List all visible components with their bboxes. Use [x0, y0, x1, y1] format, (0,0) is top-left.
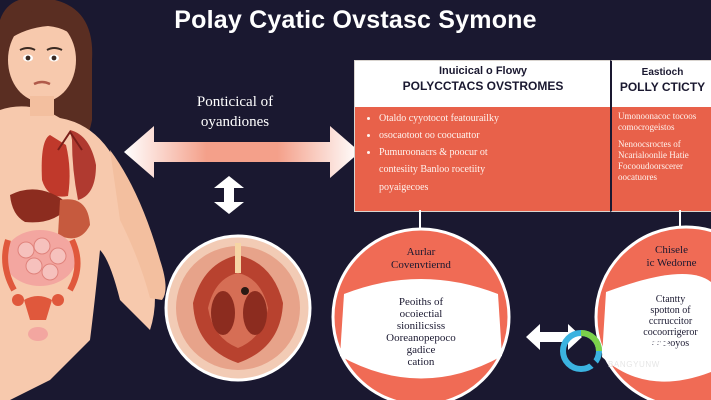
panel-subheading: POLYCCTACS OVSTROMES	[402, 79, 564, 93]
circle-line: occeoyos	[651, 338, 690, 349]
watermark: 帮孕帮 BANGYUNW	[558, 326, 711, 376]
circle-right-top: Chisele ic Wedorne	[632, 244, 711, 270]
page-title: Polay Cyatic Ovstasc Symone	[174, 6, 537, 34]
circle-line: Peoiths of	[398, 296, 444, 308]
arm	[110, 150, 166, 300]
double-headed-arrow-icon	[526, 324, 582, 350]
circle-right-graphic	[594, 225, 711, 400]
list-item: comocrogeistos	[618, 122, 675, 132]
circle-title-line2: Covenvtiernd	[391, 259, 451, 271]
circle-title-line1: Chisele	[655, 244, 688, 256]
circle-line: spotton of	[650, 305, 691, 316]
hair-front	[8, 7, 82, 45]
liver	[10, 189, 70, 223]
circle-line: ccrruccitor	[648, 316, 693, 327]
uterus	[24, 296, 52, 320]
info-panel-left: Inuicical o Flowy POLYCCTACS OVSTROMES O…	[354, 60, 612, 212]
circle-line: Ctantty	[655, 294, 686, 305]
mouth	[33, 80, 51, 86]
circle-left-graphic	[331, 227, 511, 400]
circle-line: ocoiectial	[399, 308, 443, 320]
uterus-cross-section-illustration	[164, 234, 312, 382]
circle-title-line2: ic Wedorne	[646, 257, 697, 269]
panel-body: Otaldo cyyotocot featourailky osocaotoot…	[355, 107, 611, 211]
panel-body: Umonoonacoc tocoos comocrogeistos Nenooc…	[612, 107, 711, 211]
list-item: oocatuores	[618, 172, 657, 182]
circle-left-body: Peoiths of ocoiectial sionilicsiss Oorea…	[350, 296, 492, 368]
watermark-cn: 帮孕帮	[610, 338, 670, 360]
side-label-line1: Ponticical of	[196, 94, 274, 110]
info-panel-right: Eastioch POLLY CTICTY Umonoonacoc tocoos…	[610, 60, 711, 212]
double-headed-arrow-icon	[124, 126, 360, 178]
lung	[70, 130, 96, 200]
panel-heading: Inuicical o Flowy	[438, 65, 528, 77]
circle-left-top: Aurlar Covenvtiernd	[340, 246, 502, 272]
list-item: contesiity Banloo rocetiity	[379, 164, 486, 175]
panel-subheading: POLLY CTICTY	[619, 80, 706, 94]
side-label: Ponticical of oyandiones	[160, 92, 310, 132]
watermark-en: BANGYUNW	[608, 360, 660, 369]
list-item: Focooudoorscerer	[618, 161, 683, 171]
circle-line: gadice	[406, 344, 436, 356]
list-item: Nenoocsroctes of	[618, 139, 681, 149]
watermark-logo-icon	[560, 330, 603, 373]
circle-title-line1: Aurlar	[406, 246, 436, 258]
list-item: osocaotoot oo coocuattor	[379, 130, 601, 142]
circle-line: Ooreanopepoco	[386, 332, 456, 344]
list-item: Otaldo cyyotocot featourailky	[379, 113, 601, 125]
circle-line: cation	[407, 356, 435, 368]
stomach	[58, 199, 90, 239]
bladder	[28, 327, 48, 341]
lung	[41, 135, 70, 197]
circle-line: cocoorrigeror	[643, 327, 698, 338]
list-item: Ncarialoonlie Hatie	[618, 150, 689, 160]
panel-heading: Eastioch	[641, 67, 684, 78]
circle-line: sionilicsiss	[396, 320, 446, 332]
list-item: Umonoonacoc tocoos	[618, 111, 697, 121]
face	[8, 18, 76, 102]
list-item: Pumuroonacrs & poocur ot	[379, 147, 601, 159]
list-item: poyaigecoes	[379, 182, 429, 193]
side-label-line2: oyandiones	[200, 114, 270, 130]
vertical-double-arrow-icon	[214, 176, 244, 214]
circle-right-body: Ctantty spotton of ccrruccitor cocoorrig…	[630, 294, 711, 349]
